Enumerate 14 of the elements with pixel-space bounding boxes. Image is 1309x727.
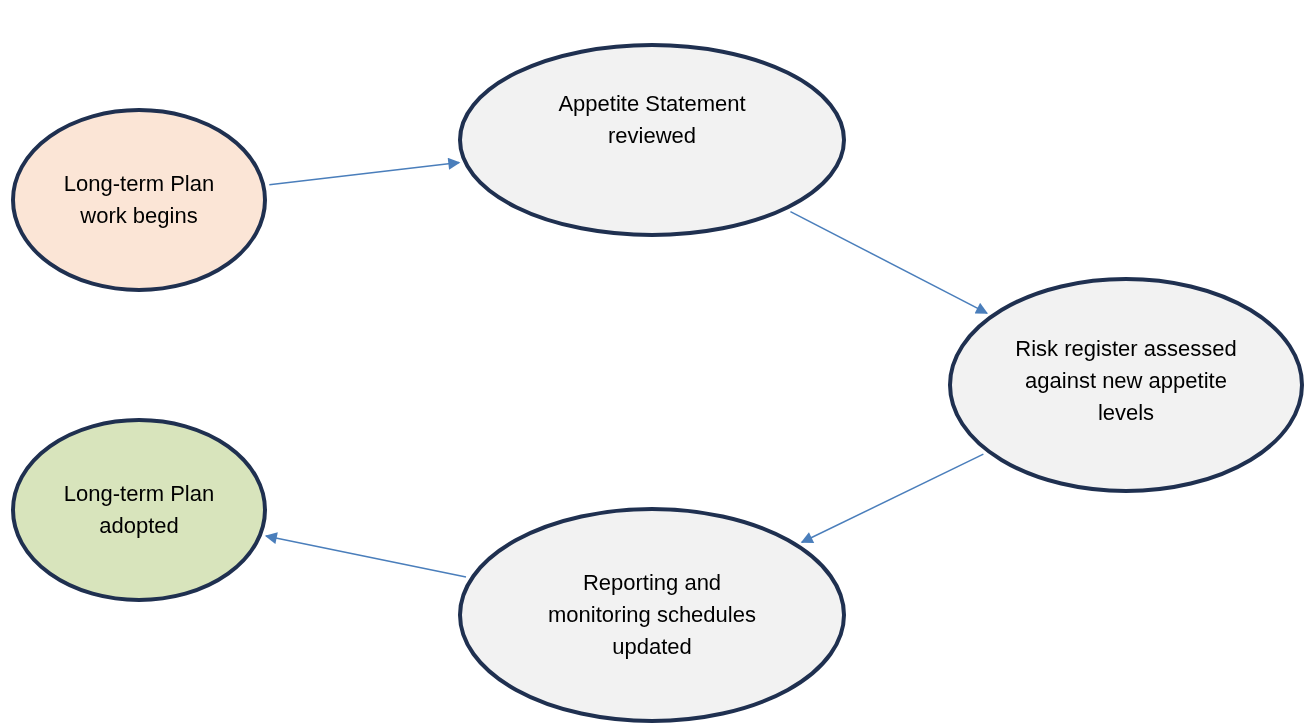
process-ellipse [11, 418, 267, 602]
node-text: Reporting and monitoring schedules updated [547, 569, 757, 661]
arrow [789, 210, 988, 314]
process-ellipse [11, 108, 267, 292]
arrow [800, 453, 985, 544]
node-text: Long-term Plan adopted [62, 480, 216, 540]
node-text: Risk register assessed against new appetite levels [1014, 335, 1238, 427]
node-text: Long-term Plan work begins [62, 170, 216, 230]
node-text: Appetite Statement reviewed [557, 90, 747, 150]
process-ellipse [948, 277, 1304, 493]
arrow [268, 157, 461, 186]
process-ellipse [458, 43, 846, 237]
arrow [264, 532, 467, 578]
process-ellipse [458, 507, 846, 723]
